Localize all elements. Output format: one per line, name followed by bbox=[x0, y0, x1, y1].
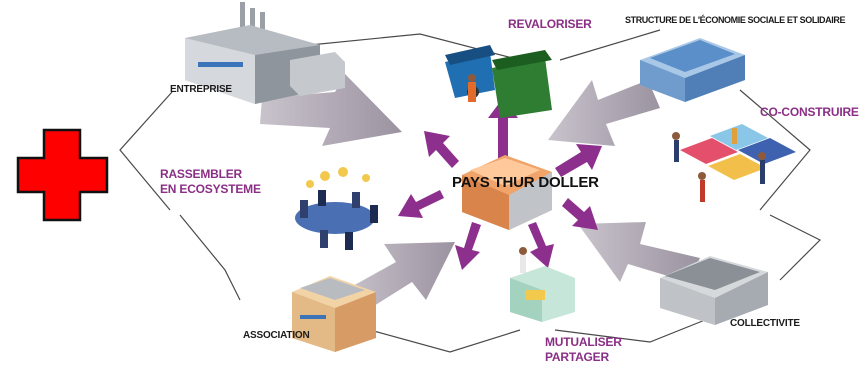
ess-building-icon bbox=[640, 38, 745, 102]
puzzle-icon bbox=[672, 124, 796, 202]
action-label-coconstruire: CO-CONSTRUIRE bbox=[760, 105, 859, 119]
shared-box-icon bbox=[510, 247, 575, 322]
action-label-rassembler-line1: RASSEMBLER bbox=[160, 167, 243, 181]
action-label-revaloriser: REVALORISER bbox=[508, 17, 592, 31]
outflow-arrow-left bbox=[398, 190, 444, 218]
outflow-arrow-down bbox=[528, 222, 554, 268]
action-label-rassembler-line2: EN ECOSYSTEME bbox=[160, 182, 261, 196]
node-label-entreprise: ENTREPRISE bbox=[170, 84, 232, 95]
inflow-arrow-collectivite bbox=[578, 222, 700, 282]
factory-icon bbox=[185, 2, 345, 104]
inflow-arrows bbox=[260, 74, 700, 316]
node-label-ess: STRUCTURE DE L'ÉCONOMIE SOCIALE ET SOLID… bbox=[625, 15, 846, 25]
node-label-collectivite: COLLECTIVITE bbox=[730, 318, 800, 329]
outflow-arrow-downright bbox=[562, 198, 598, 230]
node-label-association: ASSOCIATION bbox=[243, 330, 310, 341]
action-label-mutualiser-line2: PARTAGER bbox=[545, 350, 609, 364]
center-label: PAYS THUR DOLLER bbox=[452, 174, 599, 191]
action-label-mutualiser-line1: MUTUALISER bbox=[545, 335, 622, 349]
plus-icon bbox=[16, 128, 109, 222]
connector-lines bbox=[119, 29, 822, 353]
outflow-arrow-downleft bbox=[455, 222, 481, 270]
meeting-icon bbox=[295, 167, 378, 250]
association-building-icon bbox=[292, 276, 376, 352]
recycling-bins-icon bbox=[445, 45, 552, 118]
outflow-arrow-upright bbox=[555, 144, 602, 177]
inflow-arrow-ess bbox=[548, 80, 660, 146]
outflow-arrow-upleft bbox=[424, 131, 459, 168]
warehouse-icon bbox=[660, 256, 768, 325]
center-building bbox=[462, 155, 552, 230]
inflow-arrow-entreprise bbox=[260, 74, 402, 146]
